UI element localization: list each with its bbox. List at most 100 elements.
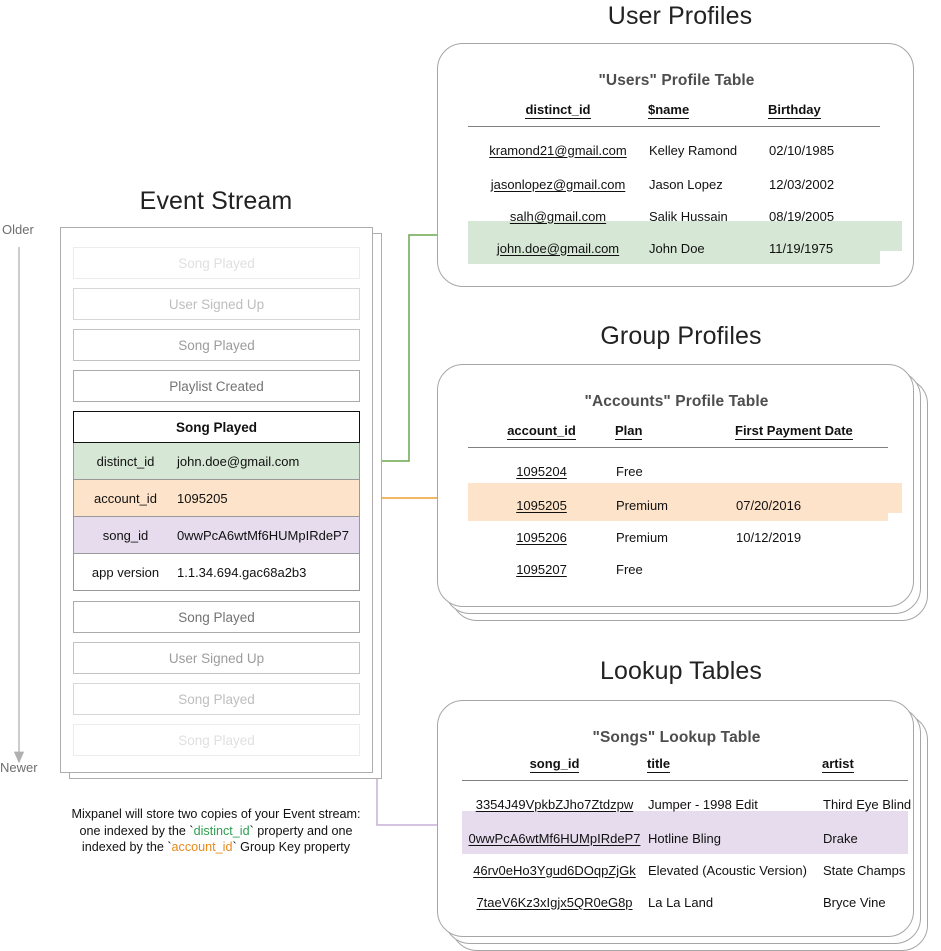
users-col-header: distinct_id bbox=[468, 102, 648, 127]
event-card-after-1[interactable]: Song Played bbox=[73, 601, 360, 633]
table-cell: 07/20/2016 bbox=[735, 489, 888, 521]
table-cell: 1095207 bbox=[516, 561, 567, 577]
group-profiles-title: Group Profiles bbox=[600, 322, 762, 350]
axis-label-older: Older bbox=[2, 222, 34, 237]
event-property-song_id[interactable]: song_id 0wwPcA6wtMf6HUMpIRdeP7 bbox=[73, 517, 360, 554]
table-row[interactable]: kramond21@gmail.com Kelley Ramond 02/10/19… bbox=[468, 127, 880, 169]
users-col-header: Birthday bbox=[768, 102, 880, 127]
table-row[interactable]: jasonlopez@gmail.com Jason Lopez 12/03/200… bbox=[468, 168, 880, 200]
table-cell: Third Eye Blind bbox=[823, 796, 912, 812]
table-cell: kramond21@gmail.com bbox=[489, 142, 627, 158]
property-key: account_id bbox=[94, 490, 157, 506]
caption-line-3-pre: indexed by the ` bbox=[81, 840, 172, 854]
event-card-selected[interactable]: Song Played bbox=[73, 411, 360, 443]
caption-line-1: Mixpanel will store two copies of your E… bbox=[71, 807, 361, 821]
event-card-4[interactable]: Playlist Created bbox=[73, 370, 360, 402]
event-property-distinct_id[interactable]: distinct_id john.doe@gmail.com bbox=[73, 443, 360, 480]
accounts-col-header: account_id bbox=[468, 423, 615, 448]
table-cell: 02/10/1985 bbox=[769, 142, 835, 158]
table-cell: 10/12/2019 bbox=[736, 529, 802, 545]
table-cell: Premium bbox=[616, 529, 669, 545]
table-row[interactable]: 46rv0eHo3Ygud6DOqpZjGk Elevated (Acoustic… bbox=[462, 854, 908, 886]
table-cell: 08/19/2005 bbox=[769, 208, 835, 224]
caption-line-3-post: ` Group Key property bbox=[232, 840, 351, 854]
property-value: 1.1.34.694.gac68a2b3 bbox=[177, 564, 307, 580]
event-card-after-4[interactable]: Song Played bbox=[73, 724, 360, 756]
table-cell: Elevated (Acoustic Version) bbox=[648, 862, 807, 878]
lookup-tables-title: Lookup Tables bbox=[599, 657, 763, 685]
caption-account-id-key: account_id bbox=[171, 840, 233, 854]
table-cell: 1095205 bbox=[468, 489, 615, 521]
table-row[interactable]: 1095206 Premium 10/12/2019 bbox=[468, 521, 888, 553]
songs-col-header: song_id bbox=[462, 756, 647, 781]
event-card-after-3[interactable]: Song Played bbox=[73, 683, 360, 715]
caption-line-2-pre: one indexed by the ` bbox=[79, 823, 194, 838]
songs-col-header: artist bbox=[822, 756, 908, 781]
table-cell: State Champs bbox=[823, 862, 906, 878]
table-cell: 11/19/1975 bbox=[768, 232, 880, 264]
group-profiles-table-title: "Accounts" Profile Table bbox=[584, 393, 769, 410]
table-cell: jasonlopez@gmail.com bbox=[490, 176, 626, 192]
caption-line-2: one indexed by the `distinct_id` propert… bbox=[36, 823, 396, 840]
event-property-account_id[interactable]: account_id 1095205 bbox=[73, 480, 360, 517]
event-card-2[interactable]: User Signed Up bbox=[73, 288, 360, 320]
table-cell: Drake bbox=[822, 822, 908, 854]
property-value: 1095205 bbox=[177, 490, 228, 506]
table-cell: Free bbox=[616, 463, 643, 479]
lookup-tables-table-title: "Songs" Lookup Table bbox=[592, 729, 761, 746]
property-key: distinct_id bbox=[96, 453, 155, 469]
event-stream-caption: Mixpanel will store two copies of your E… bbox=[36, 806, 396, 856]
event-card-after-2[interactable]: User Signed Up bbox=[73, 642, 360, 674]
accounts-col-header: First Payment Date bbox=[735, 423, 888, 448]
table-cell: Bryce Vine bbox=[823, 894, 886, 910]
axis-label-newer: Newer bbox=[0, 760, 38, 775]
accounts-col-header: Plan bbox=[615, 423, 735, 448]
table-cell: 12/03/2002 bbox=[769, 176, 835, 192]
table-row[interactable]: salh@gmail.com Salik Hussain 08/19/2005 bbox=[468, 200, 880, 232]
users-col-header: $name bbox=[648, 102, 768, 127]
event-card-3[interactable]: Song Played bbox=[73, 329, 360, 361]
table-cell: Kelley Ramond bbox=[649, 142, 738, 158]
event-card-1[interactable]: Song Played bbox=[73, 247, 360, 279]
table-row[interactable]: 1095204 Free bbox=[468, 448, 888, 490]
songs-col-header: title bbox=[647, 756, 822, 781]
table-cell bbox=[735, 448, 888, 490]
caption-distinct-id-key: distinct_id bbox=[193, 823, 250, 838]
caption-line-2-post: ` property and one bbox=[249, 823, 353, 838]
table-cell: Premium bbox=[615, 489, 735, 521]
table-cell: 46rv0eHo3Ygud6DOqpZjGk bbox=[473, 862, 636, 878]
table-cell: 0wwPcA6wtMf6HUMpIRdeP7 bbox=[462, 822, 647, 854]
table-cell: 7taeV6Kz3xIgjx5QR0eG8p bbox=[476, 894, 633, 910]
user-profiles-title: User Profiles bbox=[607, 2, 753, 30]
table-cell: Jason Lopez bbox=[649, 176, 723, 192]
table-cell: 1095206 bbox=[516, 529, 567, 545]
table-cell: Salik Hussain bbox=[649, 208, 728, 224]
table-cell: Hotline Bling bbox=[647, 822, 822, 854]
table-cell: salh@gmail.com bbox=[509, 208, 607, 224]
property-value: john.doe@gmail.com bbox=[177, 453, 300, 469]
user-profiles-table-title: "Users" Profile Table bbox=[598, 72, 755, 89]
property-key: song_id bbox=[102, 527, 149, 543]
table-cell: Jumper - 1998 Edit bbox=[648, 796, 758, 812]
property-value: 0wwPcA6wtMf6HUMpIRdeP7 bbox=[177, 527, 349, 543]
table-cell: 1095204 bbox=[516, 463, 567, 479]
